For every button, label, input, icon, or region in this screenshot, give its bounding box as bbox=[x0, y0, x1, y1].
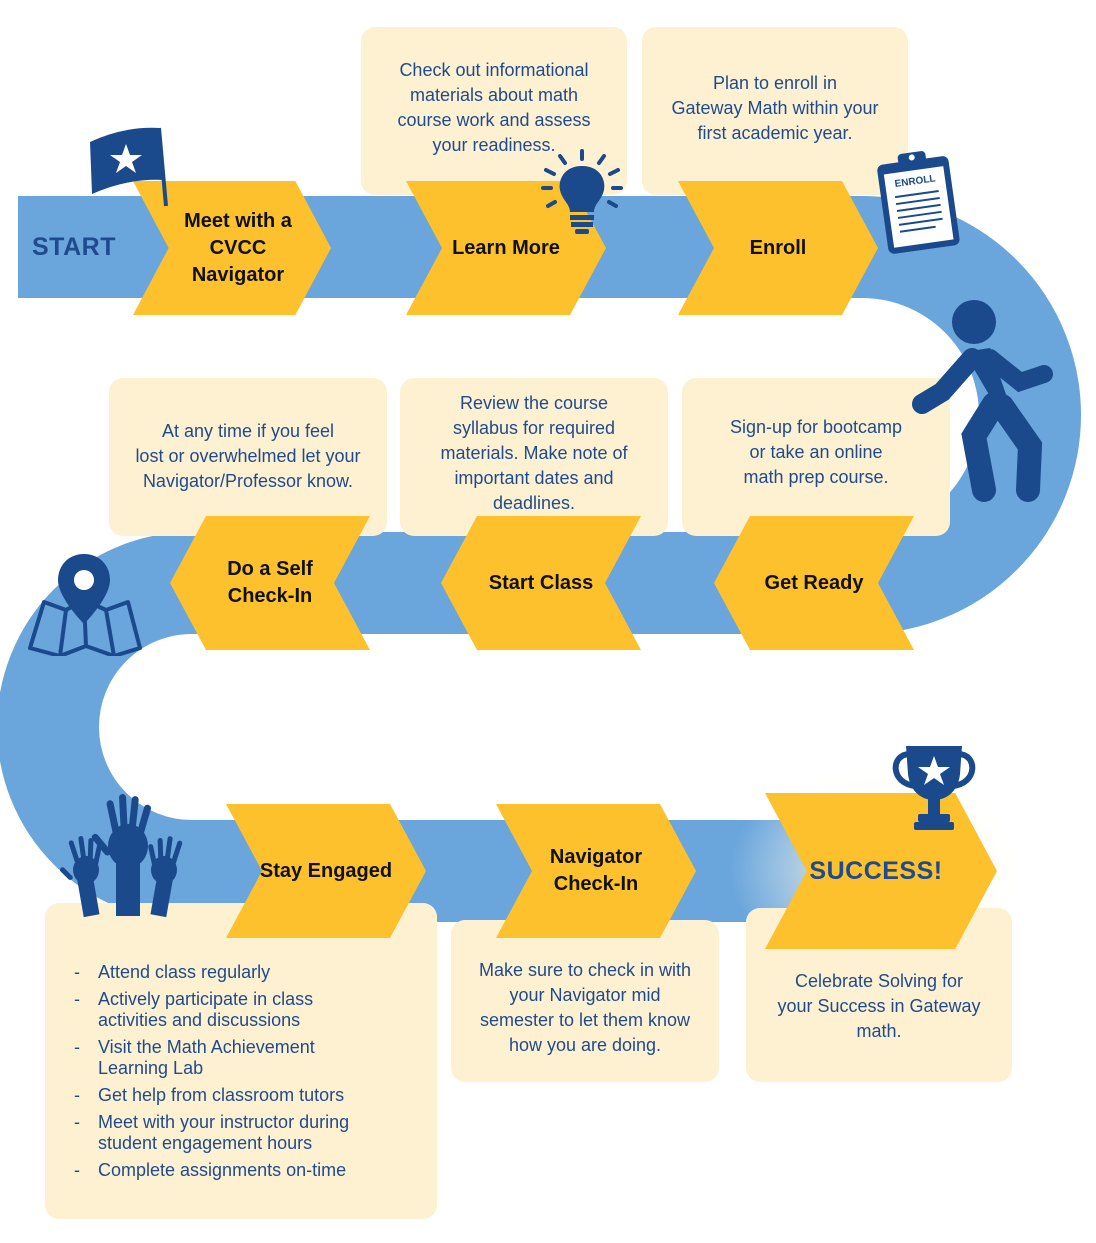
walking-person-icon bbox=[912, 300, 1053, 502]
raised-hands-icon bbox=[60, 793, 183, 918]
lightbulb-icon bbox=[541, 149, 623, 234]
stay-engaged-list: Attend class regularly Actively particip… bbox=[72, 962, 422, 1187]
learn-more-text: Check out informational materials about … bbox=[397, 60, 591, 155]
get-ready-text: Sign-up for bootcamp or take an online m… bbox=[729, 416, 903, 487]
map-pin-icon bbox=[28, 554, 142, 656]
list-item: Complete assignments on-time bbox=[72, 1160, 422, 1181]
list-item: Get help from classroom tutors bbox=[72, 1085, 422, 1106]
card-navigator-check-in bbox=[451, 920, 719, 1082]
card-self-check-in bbox=[109, 378, 387, 536]
start-label: START bbox=[32, 233, 116, 261]
list-item: Visit the Math Achievement Learning Lab bbox=[72, 1037, 422, 1079]
trophy-star-icon bbox=[892, 746, 976, 830]
list-item: Actively participate in class activities… bbox=[72, 989, 422, 1031]
list-item: Meet with your instructor during student… bbox=[72, 1112, 422, 1154]
enroll-text: Plan to enroll in Gateway Math within yo… bbox=[671, 72, 879, 143]
self-check-in-text: At any time if you feel lost or overwhel… bbox=[135, 420, 361, 491]
clipboard-icon: ENROLL bbox=[877, 151, 960, 254]
navigator-check-in-text: Make sure to check in with your Navigato… bbox=[478, 960, 692, 1055]
card-enroll bbox=[642, 27, 908, 195]
start-class-text: Review the course syllabus for required … bbox=[440, 392, 628, 513]
card-get-ready bbox=[682, 378, 950, 536]
success-text: Celebrate Solving for your Success in Ga… bbox=[777, 970, 981, 1041]
card-start-class bbox=[400, 378, 668, 536]
list-item: Attend class regularly bbox=[72, 962, 422, 983]
flag-star-icon bbox=[90, 127, 168, 207]
